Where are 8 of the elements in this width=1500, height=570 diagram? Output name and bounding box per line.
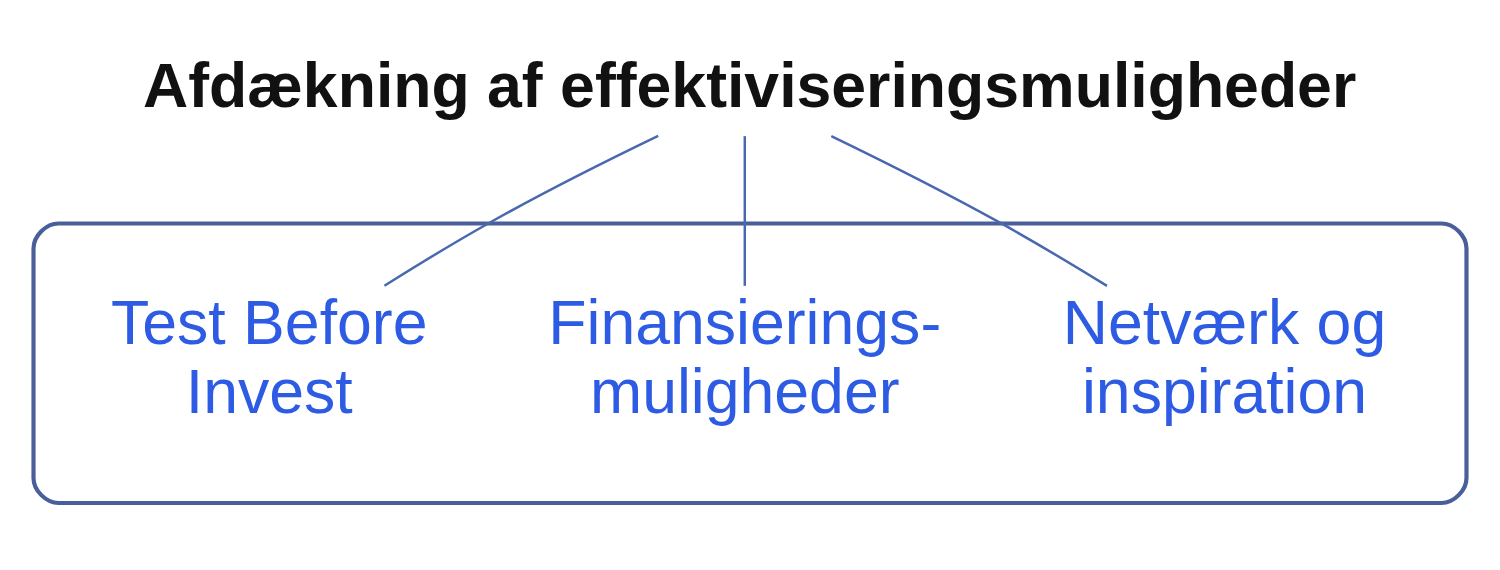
node-text: Netværk og inspiration	[1062, 287, 1387, 427]
node-text: Afdækning af effektiviseringsmuligheder	[143, 49, 1357, 120]
connector	[743, 136, 747, 286]
connector	[383, 134, 659, 287]
node-text: Test Before Invest	[110, 287, 428, 427]
cluster	[31, 221, 1469, 506]
node-text: Finansierings- muligheder	[548, 287, 942, 427]
connector	[830, 134, 1108, 287]
